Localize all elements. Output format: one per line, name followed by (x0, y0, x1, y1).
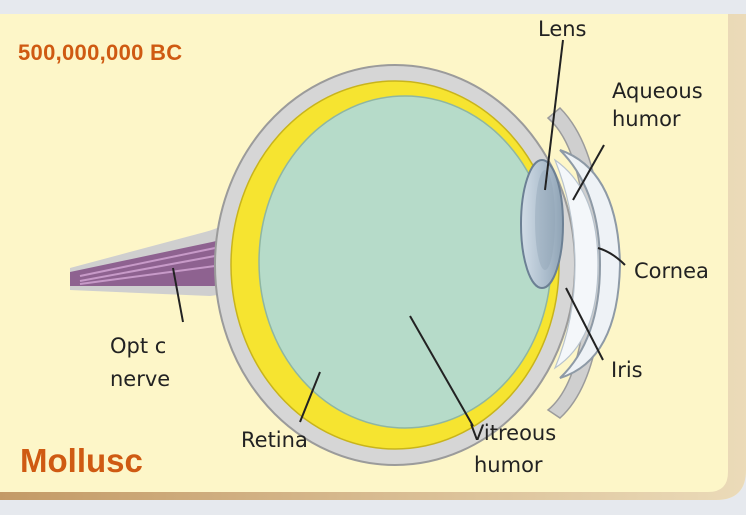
label-aqueous-line2: humor (612, 106, 681, 133)
organism-label: Mollusc (20, 442, 143, 480)
label-lens: Lens (538, 16, 587, 43)
label-optic-line1: Opt c (110, 333, 166, 360)
top-strip (0, 0, 746, 14)
label-cornea: Cornea (634, 258, 709, 285)
label-optic-line2: nerve (110, 366, 170, 393)
era-label: 500,000,000 BC (18, 40, 182, 66)
label-retina: Retina (241, 427, 308, 454)
vitreous-humor (259, 96, 551, 428)
bottom-strip (0, 500, 746, 515)
label-aqueous-line1: Aqueous (612, 78, 703, 105)
label-vitreous-line2: humor (474, 452, 543, 479)
label-vitreous-line1: Vitreous (470, 420, 556, 447)
label-iris: Iris (611, 357, 643, 384)
